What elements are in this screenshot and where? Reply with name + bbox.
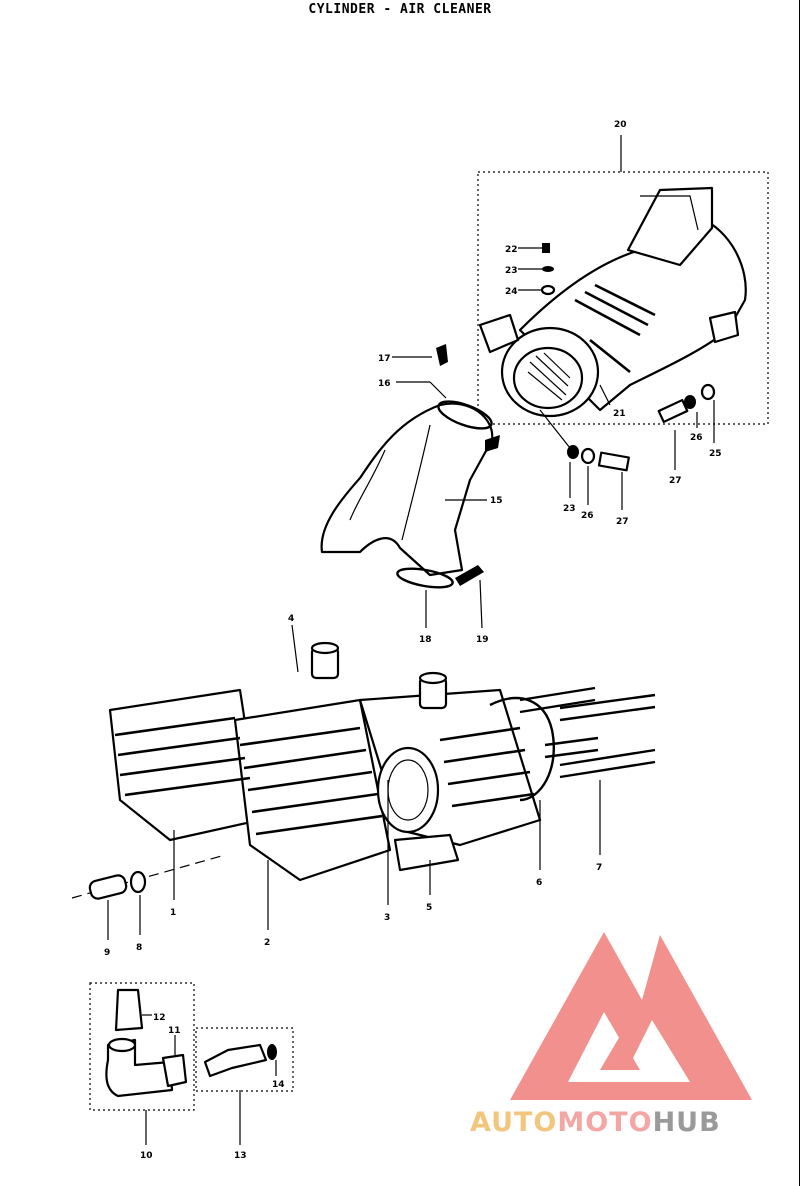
dowel-axis-line [71,854,226,899]
callout-23b: 23 [563,504,576,514]
callout-13: 13 [234,1151,247,1161]
ring-8 [129,870,147,894]
cap-12 [114,988,144,1032]
fitting-box-left [89,982,195,1145]
callout-25: 25 [709,449,722,459]
automotohub-logo [510,932,752,1100]
head-boss-4-top [310,641,340,655]
sleeve-11 [161,1053,188,1088]
washer-23 [542,266,554,272]
wordmark-hub: HUB [652,1107,721,1138]
duct-edge [640,195,699,231]
nut-24 [540,284,556,296]
callout-27: 27 [669,476,682,486]
cylinder-base-5 [393,833,460,872]
callout-5: 5 [426,903,432,913]
elbow-fitting-mouth [107,1037,137,1053]
callout-4: 4 [288,614,294,624]
dowel-pin-9 [88,874,128,900]
cylinder-middle [233,698,392,882]
gasket-6 [489,696,555,802]
callout-labels: 20 22 23 24 17 16 21 25 26 27 15 23 26 2… [104,120,722,1161]
callout-1: 1 [170,908,176,918]
callout-6: 6 [536,878,542,888]
logo-inner-mark [600,1036,640,1070]
bolt-27-center [597,451,630,472]
callout-26: 26 [690,433,703,443]
filter-pleats [527,352,571,401]
callout-16: 16 [378,379,391,389]
leader-air-cleaner-bolt [539,409,571,449]
automotohub-wordmark: AUTOMOTOHUB [470,1107,721,1138]
cylinder-block-group [71,624,656,930]
diagram-title: CYLINDER - AIR CLEANER [308,2,492,17]
screw-17 [436,344,448,366]
callout-3: 3 [384,913,390,923]
washer-14 [267,1044,277,1060]
screw-22 [542,243,550,253]
dowel-pin-group [88,870,147,940]
cylinder-bore [376,746,440,834]
callout-14: 14 [272,1080,285,1090]
air-cleaner-dashed-box [477,171,769,425]
callout-26b: 26 [581,511,594,521]
callout-23: 23 [505,266,518,276]
washer-23-center [567,445,579,459]
clamp-16 [437,400,493,430]
clamp-18 [396,567,454,589]
callout-12: 12 [153,1013,166,1023]
bolt-27-right [657,398,689,424]
callout-11: 11 [168,1026,181,1036]
head-boss-right-top [418,671,448,685]
callout-19: 19 [476,635,489,645]
air-cleaner-assembly-group [477,135,769,425]
elbow-fitting-13 [105,1038,174,1098]
callout-2: 2 [264,938,270,948]
intake-pipe-edge [349,449,386,521]
leader-19 [479,579,483,629]
intake-pipe [320,402,494,577]
callout-15: 15 [490,496,503,506]
washer-26-center [580,447,596,465]
washer-25-right [700,383,716,401]
leader-4 [291,624,299,673]
logo-cutout [568,1012,690,1082]
wordmark-moto: MOTO [557,1107,653,1138]
housing-ribs [574,283,656,374]
studs-7 [519,686,656,779]
callout-22: 22 [505,245,518,255]
cooling-fins [114,716,535,836]
mounting-bracket-left [478,313,520,354]
callout-10: 10 [140,1151,153,1161]
clamp-16-screw [485,435,500,452]
leader-16b [429,381,447,399]
bolt-set-right [657,383,716,470]
wordmark-auto: AUTO [470,1107,558,1138]
callout-18: 18 [419,635,432,645]
temperature-sensor-14 [203,1043,268,1078]
washer-26-right [684,395,696,409]
callout-9: 9 [104,948,110,958]
callout-17: 17 [378,354,391,364]
clamp-screw-19 [455,565,484,586]
mounting-bracket-right [708,310,740,344]
callout-27b: 27 [616,517,629,527]
callout-7: 7 [596,863,602,873]
fitting-box-dashed [89,982,195,1111]
air-cleaner-intake-duct [626,186,714,267]
callout-8: 8 [136,943,142,953]
fitting-box-right [195,1027,294,1145]
intake-pipe-group [320,344,500,629]
intake-pipe-seam [401,424,431,541]
callout-20: 20 [614,120,627,130]
logo-triangle-icon [510,932,752,1100]
callout-21: 21 [613,409,626,419]
leader-21 [599,384,611,406]
bolt-set-center [539,409,630,510]
callout-24: 24 [505,287,518,297]
